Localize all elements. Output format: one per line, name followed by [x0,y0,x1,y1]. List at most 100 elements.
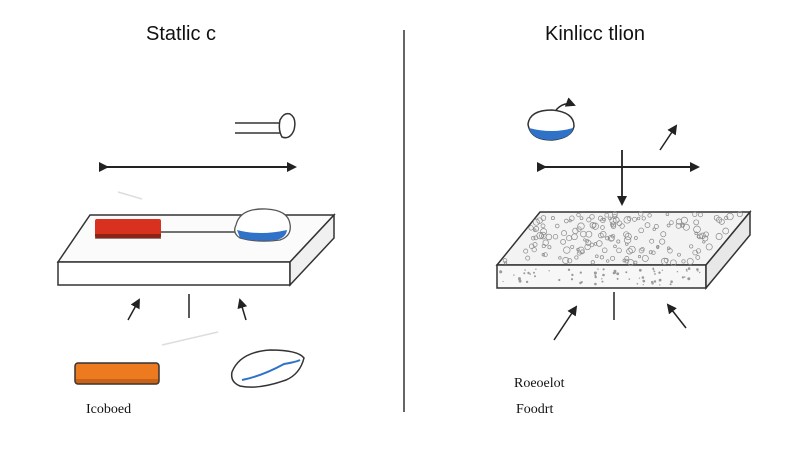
rough-texture-dot [576,250,582,256]
rough-texture-dot [579,216,584,221]
rough-texture-dot [560,239,566,245]
rough-texture-dot [669,283,672,286]
rough-texture-dot [583,238,587,242]
rough-texture-dot [610,221,617,228]
rough-texture-dot [638,227,644,234]
left-panel [56,112,336,388]
rough-texture-dot [687,277,691,281]
rough-texture-dot [616,239,621,244]
rough-texture-dot [562,257,570,264]
rough-texture-dot [524,269,526,271]
rough-texture-dot [651,282,654,285]
rough-texture-dot [692,249,698,256]
rough-texture-dots [499,211,743,286]
rough-texture-dot [660,231,667,238]
rough-texture-dot [638,268,642,272]
rough-texture-dot [613,244,617,249]
rough-texture-dot [571,273,574,277]
rough-texture-dot [676,271,679,273]
rough-texture-dot [602,273,605,277]
rough-texture-dot [736,211,743,218]
rough-texture-dot [533,226,540,232]
rough-texture-dot [659,238,666,245]
rough-texture-dot [685,268,688,271]
rough-texture-dot [596,240,603,247]
rough-texture-dot [503,261,508,265]
rough-texture-dot [669,220,674,225]
rough-texture-dot [609,217,617,225]
rough-texture-dot [644,222,651,228]
rough-texture-dot [628,278,631,280]
rough-texture-dot [665,212,670,216]
rough-texture-dot [580,281,583,283]
rough-texture-dot [675,222,682,229]
rough-texture-dot [577,222,585,230]
rough-texture-dot [624,232,632,241]
rough-texture-dot [610,255,616,261]
rough-texture-dot [593,242,598,246]
rough-texture-dot [689,244,694,249]
right-bottom-label-2: Foodrt [516,402,554,417]
rough-texture-dot [552,234,559,240]
tilted-blob [230,349,305,388]
rough-texture-dot [692,211,698,217]
rough-texture-dot [613,269,617,273]
rough-texture-dot [554,223,560,229]
rough-texture-dot [648,250,653,255]
rough-texture-dot [574,255,579,260]
rough-texture-dot [697,270,699,272]
rough-texture-dot [499,270,503,274]
rough-texture-dot [567,268,571,271]
rough-texture-dot [624,258,629,264]
rough-texture-dot [536,231,544,240]
rough-texture-dot [594,282,597,286]
rough-texture-dot [625,242,629,246]
rough-texture-dot [697,233,703,240]
rough-texture-dot [634,236,638,240]
left-bottom-arrows [127,294,248,321]
rough-texture-dot [641,276,645,279]
rough-texture-dot [533,228,537,232]
rough-texture-dot [695,248,702,254]
rough-texture-dot [605,236,610,241]
rough-texture-dot [653,280,657,283]
rough-texture-dot [567,258,573,264]
rough-texture-dot [606,259,610,263]
rough-texture-dot [670,259,677,266]
rough-texture-dot [616,247,622,254]
red-block [95,219,161,239]
rough-texture-dot [722,227,730,235]
rough-texture-dot [632,216,637,222]
rough-texture-dot [502,258,508,263]
rough-texture-dot [580,230,587,238]
rough-texture-dot [571,233,578,241]
rough-texture-dot [642,284,644,286]
rough-texture-dot [533,271,535,274]
rough-texture-dot [590,260,595,265]
rough-texture-dot [658,278,662,282]
rough-texture-dot [724,215,729,220]
rough-texture-dot [681,259,686,264]
rough-texture-dot [677,252,681,257]
rough-texture-dot [625,271,628,274]
rough-texture-dot [601,278,603,280]
rough-texture-dot [576,247,580,252]
rough-texture-dot [531,236,536,241]
rough-texture-dot [561,230,567,237]
rough-texture-dot [608,216,612,221]
rough-texture-dot [545,233,553,241]
rough-texture-dot [626,247,633,255]
rough-texture-dot [576,212,581,218]
rough-texture-dot [698,212,703,218]
liquid-blob [234,208,291,242]
rough-texture-dot [558,256,562,260]
rough-texture-dot [542,239,549,246]
rough-texture-dot [636,283,639,285]
rough-texture-dot [577,246,585,254]
rough-texture-dot [525,280,529,284]
rough-texture-dot [601,280,604,283]
rough-texture-dot [540,223,546,229]
rough-texture-dot [699,271,701,274]
rough-texture-dot [623,236,632,244]
